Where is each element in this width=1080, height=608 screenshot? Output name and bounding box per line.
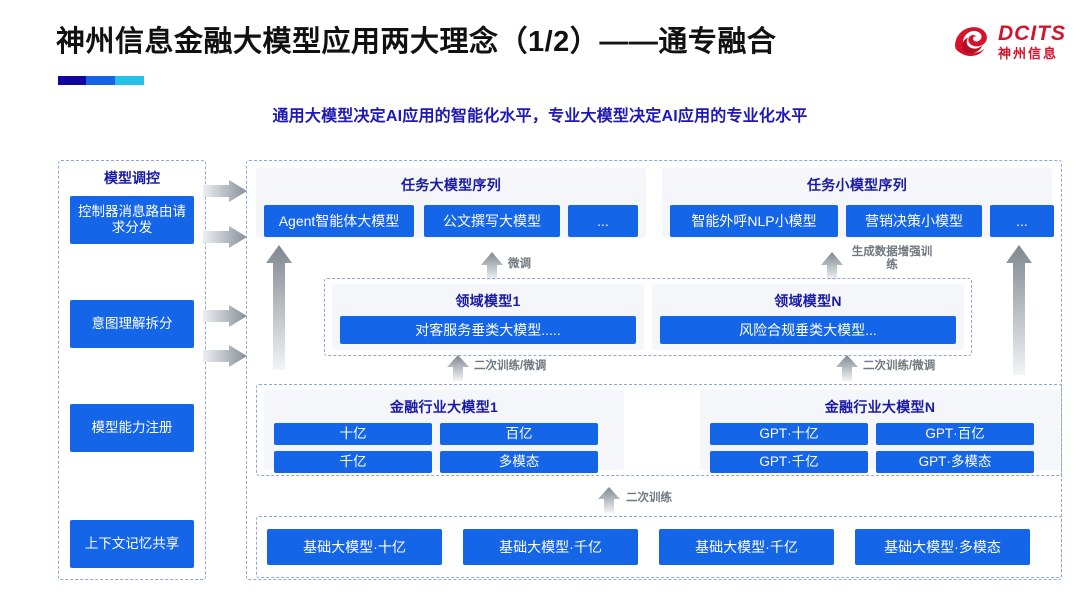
- arrow-up-icon-data-augment: [821, 252, 843, 280]
- domain-model-item-1[interactable]: 对客服务垂类大模型.....: [340, 316, 636, 344]
- industry-model-1-cell-4[interactable]: 多模态: [440, 451, 598, 473]
- accent-bar: [58, 76, 144, 85]
- domain-model-item-2[interactable]: 风险合规垂类大模型...: [660, 316, 956, 344]
- logo-text-en: DCITS: [998, 21, 1066, 45]
- accent-segment-1: [58, 76, 87, 85]
- arrow-right-icon-3: [203, 305, 247, 327]
- arrow-label-retrain-finetune-right: 二次训练/微调: [863, 360, 936, 372]
- industry-model-2-cell-1[interactable]: GPT·十亿: [710, 423, 868, 445]
- sidebar-item-context-memory-sharing[interactable]: 上下文记忆共享: [70, 520, 194, 568]
- dcits-swirl-icon: [955, 27, 987, 57]
- sidebar-frame: [58, 160, 206, 580]
- industry-model-1-cell-1[interactable]: 十亿: [274, 423, 432, 445]
- logo-wordmark: DCITS 神州信息: [998, 23, 1066, 60]
- base-model-box-4[interactable]: 基础大模型·多模态: [855, 529, 1030, 565]
- page-title: 神州信息金融大模型应用两大理念（1/2）——通专融合: [56, 26, 777, 58]
- arrow-up-icon-right-tall: [1006, 245, 1032, 375]
- arrow-up-icon-retrain: [598, 487, 620, 513]
- arrow-right-icon-2: [203, 226, 247, 248]
- logo-text-cn: 神州信息: [998, 45, 1059, 61]
- sidebar-item-intent-understanding[interactable]: 意图理解拆分: [70, 300, 194, 348]
- task-small-model-item-3[interactable]: ...: [990, 205, 1054, 237]
- domain-model-frame: [324, 278, 972, 356]
- sidebar-item-controller-routing[interactable]: 控制器消息路由请求分发: [70, 196, 194, 244]
- industry-model-frame: [256, 384, 1062, 476]
- arrow-label-retrain: 二次训练: [626, 492, 672, 504]
- base-model-frame: [256, 516, 1062, 578]
- sidebar-item-model-capability-registry[interactable]: 模型能力注册: [70, 404, 194, 452]
- arrow-up-icon-retrain-finetune-left: [447, 355, 469, 381]
- architecture-frame: [246, 160, 1062, 580]
- base-model-box-3[interactable]: 基础大模型·千亿: [659, 529, 834, 565]
- accent-segment-3: [114, 76, 144, 85]
- industry-model-2-cell-2[interactable]: GPT·百亿: [876, 423, 1034, 445]
- arrow-up-icon-left-tall: [266, 245, 292, 370]
- domain-model-title-1: 领域模型1: [455, 293, 521, 309]
- arrow-up-icon-retrain-finetune-right: [836, 355, 858, 381]
- industry-model-1-cell-2[interactable]: 百亿: [440, 423, 598, 445]
- arrow-up-icon-fine-tune: [481, 252, 503, 280]
- industry-model-1-cell-3[interactable]: 千亿: [274, 451, 432, 473]
- accent-segment-2: [86, 76, 115, 85]
- task-big-model-title: 任务大模型序列: [400, 177, 502, 193]
- base-model-box-1[interactable]: 基础大模型·十亿: [267, 529, 442, 565]
- sidebar-title: 模型调控: [104, 170, 160, 186]
- task-small-model-title: 任务小模型序列: [806, 177, 908, 193]
- industry-model-2-cell-3[interactable]: GPT·千亿: [710, 451, 868, 473]
- industry-model-title-2: 金融行业大模型N: [824, 399, 936, 415]
- domain-model-title-2: 领域模型N: [774, 293, 842, 309]
- base-model-box-2[interactable]: 基础大模型·千亿: [463, 529, 638, 565]
- task-big-model-item-1[interactable]: Agent智能体大模型: [264, 205, 414, 237]
- task-small-model-item-2[interactable]: 营销决策小模型: [846, 205, 982, 237]
- page-subtitle: 通用大模型决定AI应用的智能化水平，专业大模型决定AI应用的专业化水平: [272, 108, 808, 125]
- industry-model-title-1: 金融行业大模型1: [389, 399, 499, 415]
- task-small-model-item-1[interactable]: 智能外呼NLP小模型: [670, 205, 838, 237]
- industry-model-2-cell-4[interactable]: GPT·多模态: [876, 451, 1034, 473]
- arrow-label-retrain-finetune-left: 二次训练/微调: [474, 360, 547, 372]
- task-big-model-item-3[interactable]: ...: [568, 205, 638, 237]
- company-logo: DCITS 神州信息: [950, 20, 1066, 62]
- arrow-right-icon-4: [203, 345, 247, 367]
- arrow-label-fine-tune: 微调: [508, 258, 531, 270]
- arrow-right-icon-1: [203, 180, 247, 202]
- arrow-label-data-augment: 生成数据增强训练: [851, 246, 933, 272]
- task-big-model-item-2[interactable]: 公文撰写大模型: [424, 205, 560, 237]
